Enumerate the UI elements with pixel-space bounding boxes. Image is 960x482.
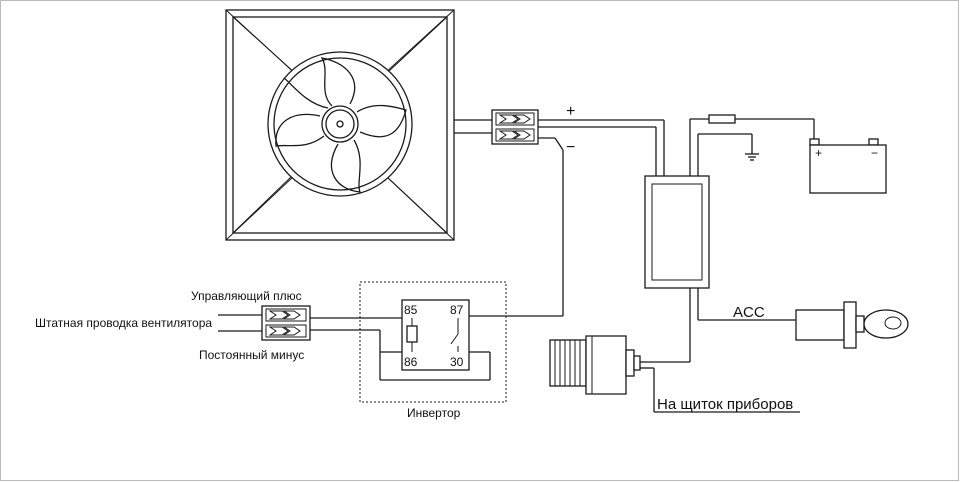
acc-label: ACC: [733, 304, 765, 321]
minus-label: −: [566, 139, 575, 156]
relay-pin-85: 85: [404, 303, 418, 317]
battery-plus-label: +: [815, 146, 822, 160]
stock-wiring-label: Штатная проводка вентилятора: [35, 316, 212, 330]
control-plus-label: Управляющий плюс: [191, 289, 302, 303]
relay-coil: [406, 325, 418, 343]
relay-pin-86: 86: [404, 355, 418, 369]
fan-hub-inner: [325, 109, 355, 139]
fan-ring-inner: [273, 57, 407, 191]
dashboard-label: На щиток приборов: [657, 396, 793, 413]
constant-minus-label: Постоянный минус: [199, 348, 304, 362]
ignition-key-icon: [863, 309, 909, 339]
relay-pin-30: 30: [450, 355, 464, 369]
fan-hub: [321, 105, 359, 143]
inverter-label: Инвертор: [407, 406, 461, 420]
fan-shroud-inner: [232, 16, 448, 234]
control-block: [644, 175, 710, 289]
ignition-switch: [795, 301, 909, 349]
inverter-box: Инвертор: [359, 281, 507, 420]
ground-symbol: [745, 153, 759, 161]
relay: 85 87 86 30: [401, 299, 470, 371]
fan-connector: [491, 109, 539, 145]
input-connector: [261, 305, 311, 341]
relay-pin-87: 87: [450, 303, 464, 317]
fuse: [708, 114, 736, 124]
fan-axle: [336, 120, 344, 128]
fan-assembly: [225, 9, 455, 241]
fan-shroud-outer: [225, 9, 455, 241]
battery-minus-label: −: [871, 146, 878, 160]
plus-label: +: [566, 103, 575, 120]
fan-blades: [275, 57, 407, 193]
temperature-sensor: [549, 335, 641, 395]
battery: + −: [809, 138, 887, 194]
